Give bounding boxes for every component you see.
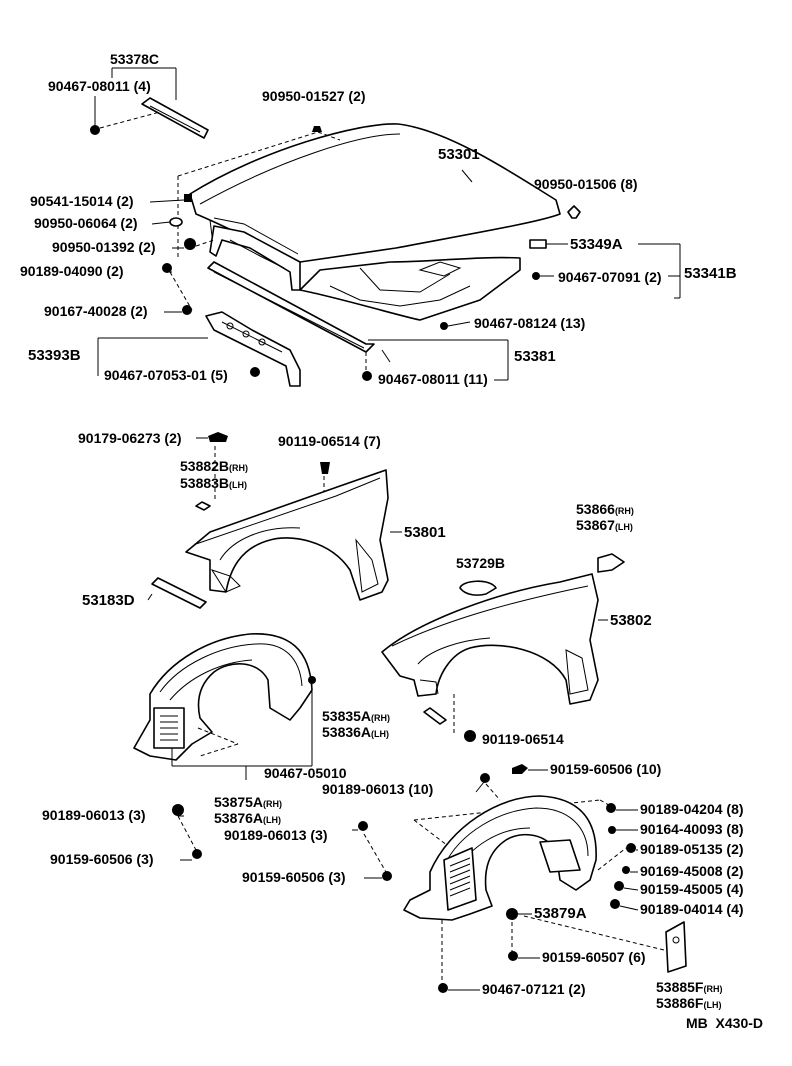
label-90467-05010: 90467-05010 (264, 765, 347, 781)
label-53183d: 53183D (82, 592, 135, 609)
label-90159-45005: 90159-45005 (4) (640, 881, 744, 897)
label-90159-60506-3-left: 90159-60506 (3) (50, 851, 154, 867)
label-90189-06013-10: 90189-06013 (10) (322, 781, 433, 797)
label-53801: 53801 (404, 524, 446, 541)
label-90189-04014: 90189-04014 (4) (640, 901, 744, 917)
label-90467-08011-4: 90467-08011 (4) (48, 78, 151, 94)
label-53876a: 53876A(LH) (214, 810, 281, 826)
label-90167-40028: 90167-40028 (2) (44, 303, 148, 319)
label-90159-60507: 90159-60507 (6) (542, 949, 646, 965)
hood-bracket-53378c (111, 67, 209, 139)
label-90189-06013-3-mid: 90189-06013 (3) (224, 827, 328, 843)
label-90179-06273: 90179-06273 (2) (78, 430, 182, 446)
bolts-hood-left (162, 126, 322, 315)
fender-53802 (381, 553, 625, 736)
label-53301: 53301 (438, 146, 480, 163)
label-90189-06013-3-left: 90189-06013 (3) (42, 807, 146, 823)
strip-53183d (147, 577, 207, 609)
part-labels: 53378C 90467-08011 (4) 90950-01527 (2) 5… (20, 51, 763, 1031)
hood-53301 (177, 123, 561, 321)
label-53349a: 53349A (570, 236, 623, 253)
label-90119-06514: 90119-06514 (482, 731, 564, 747)
label-90541-15014: 90541-15014 (2) (30, 193, 134, 209)
label-90467-07121: 90467-07121 (2) (482, 981, 586, 997)
label-53875a: 53875A(RH) (214, 794, 282, 810)
label-53802: 53802 (610, 612, 652, 629)
label-53867: 53867(LH) (576, 517, 633, 533)
label-53866: 53866(RH) (576, 501, 634, 517)
hood-seal-53381 (207, 261, 509, 381)
label-53879a: 53879A (534, 905, 587, 922)
label-53341b: 53341B (684, 265, 737, 282)
label-90189-05135: 90189-05135 (2) (640, 841, 744, 857)
label-90467-07053-01: 90467-07053-01 (5) (104, 367, 228, 383)
label-53882b: 53882B(RH) (180, 458, 248, 474)
bolt-90467-08011-a (90, 96, 161, 135)
clip-53835a (423, 707, 476, 742)
label-53835a: 53835A(RH) (322, 708, 390, 724)
label-53393b: 53393B (28, 347, 81, 364)
label-53886f: 53886F(LH) (656, 995, 721, 1011)
label-90189-04204: 90189-04204 (8) (640, 801, 744, 817)
diagram-code: MB X430-D (686, 1015, 763, 1031)
label-90467-08124: 90467-08124 (13) (474, 315, 585, 331)
label-90119-06514-7: 90119-06514 (7) (278, 433, 381, 449)
label-53885f: 53885F(RH) (656, 979, 722, 995)
label-90950-01527: 90950-01527 (2) (262, 88, 366, 104)
label-53883b: 53883B(LH) (180, 475, 247, 491)
label-90950-01392: 90950-01392 (2) (52, 239, 156, 255)
label-90159-60506-10: 90159-60506 (10) (550, 761, 661, 777)
label-53381: 53381 (514, 348, 556, 365)
label-90159-60506-3-mid: 90159-60506 (3) (242, 869, 346, 885)
bolts-hood-right (440, 205, 681, 330)
label-53378c: 53378C (110, 51, 159, 67)
label-90467-08011-11: 90467-08011 (11) (378, 371, 488, 387)
label-90169-45008: 90169-45008 (2) (640, 863, 744, 879)
label-90467-07091: 90467-07091 (2) (558, 269, 662, 285)
label-53836a: 53836A(LH) (322, 724, 389, 740)
liner-53875a (133, 633, 316, 859)
hood-hinge-53393b (97, 311, 301, 387)
liner-53879a (358, 764, 687, 993)
label-90950-01506: 90950-01506 (8) (534, 176, 638, 192)
label-90950-06064: 90950-06064 (2) (34, 215, 138, 231)
fender-53801 (185, 432, 402, 601)
label-53729b: 53729B (456, 555, 505, 571)
leader-lines (149, 199, 639, 991)
label-90164-40093: 90164-40093 (8) (640, 821, 744, 837)
label-90189-04090: 90189-04090 (2) (20, 263, 124, 279)
